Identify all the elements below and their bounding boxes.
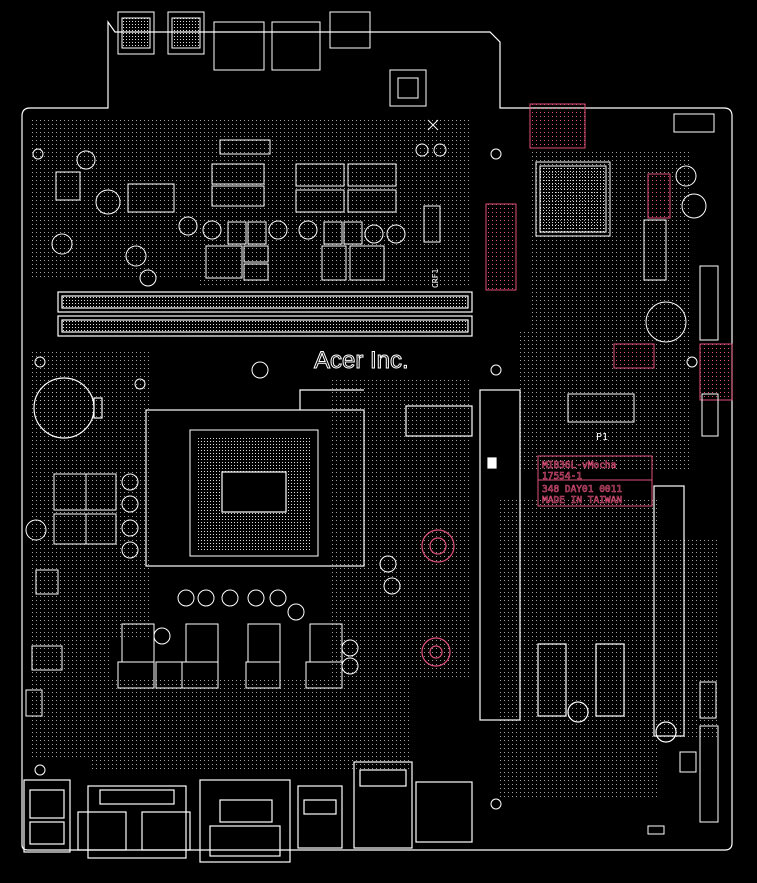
mounting-holes bbox=[421, 529, 455, 667]
brand-logo-text: Acer Inc. bbox=[314, 347, 409, 374]
vrm-upper bbox=[205, 221, 385, 281]
regulatory-symbols bbox=[415, 119, 447, 157]
right-headers bbox=[647, 393, 719, 835]
sata-connectors bbox=[55, 163, 441, 243]
chipset-region bbox=[535, 113, 719, 423]
vrm-lower bbox=[117, 555, 401, 689]
board-part-number: 17554-1 bbox=[542, 471, 582, 482]
pad-label-p1: P1 bbox=[596, 432, 608, 443]
board-date-code: 348 DAY01 0011 bbox=[542, 484, 622, 495]
cpu-socket bbox=[145, 389, 365, 567]
connector-label-crf1: CRF1 bbox=[431, 269, 440, 288]
board-marking-block: MIB36L-vMocha 17554-1 348 DAY01 0011 MAD… bbox=[537, 455, 653, 507]
board-model-text: MIB36L-vMocha bbox=[542, 460, 616, 471]
board-origin: MADE IN TAIWAN bbox=[542, 495, 622, 506]
vrm-left bbox=[25, 473, 139, 717]
top-io-connectors bbox=[117, 11, 427, 155]
expansion-slots bbox=[405, 389, 685, 743]
dimm-slots bbox=[57, 291, 473, 337]
capacitors-upper bbox=[51, 150, 707, 287]
highlight-regions bbox=[485, 103, 733, 401]
component-texture bbox=[30, 120, 720, 800]
rear-io-connectors bbox=[23, 761, 473, 863]
screw-holes bbox=[32, 148, 698, 810]
board-outline bbox=[21, 20, 733, 851]
cmos-battery bbox=[33, 377, 103, 439]
